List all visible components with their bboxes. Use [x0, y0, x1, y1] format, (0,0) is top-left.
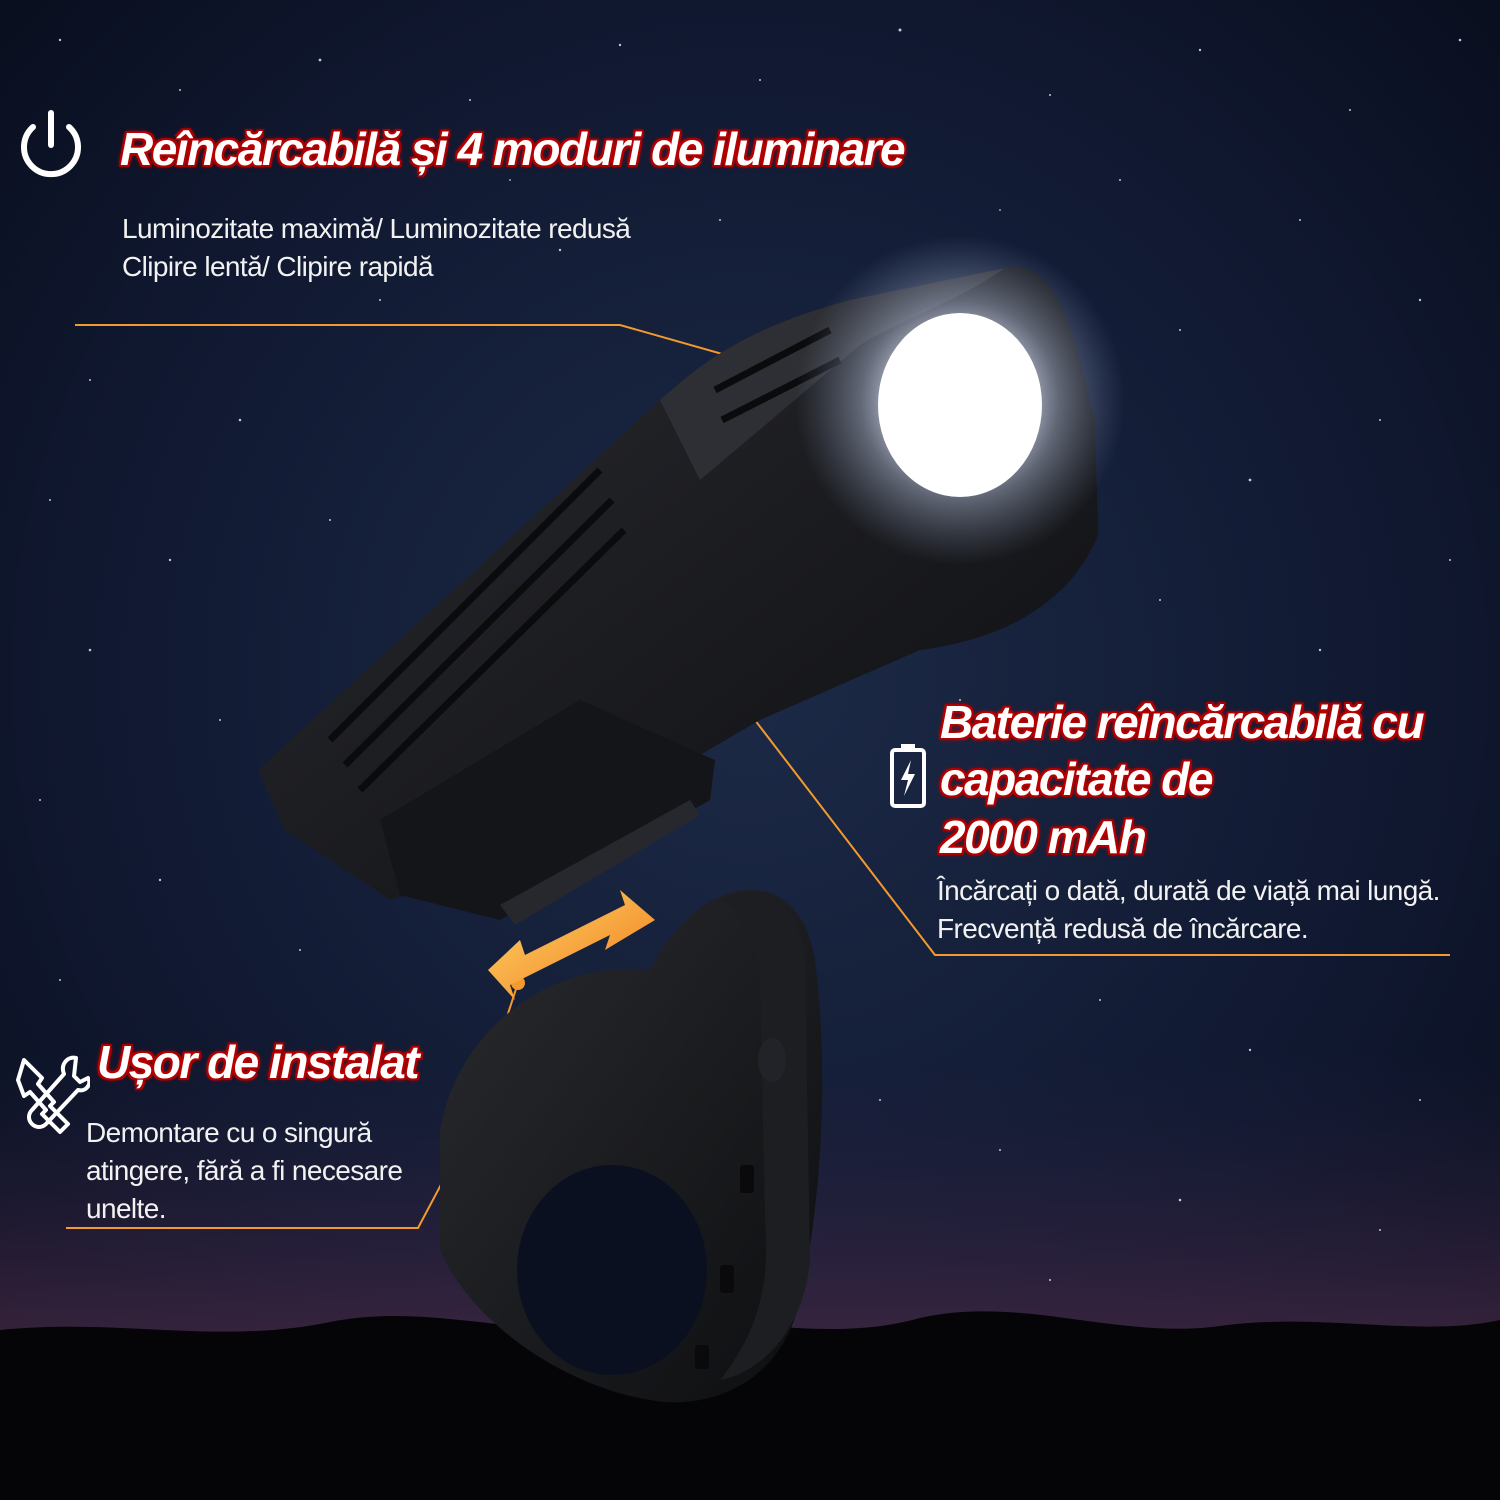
install-heading: Ușor de instalat: [97, 1036, 420, 1088]
battery-heading-line-3: 2000 mAh: [940, 811, 1147, 863]
handlebar-strap: [440, 889, 823, 1403]
install-line-1: Demontare cu o singură: [86, 1117, 372, 1148]
modes-line-1: Luminozitate maximă/ Luminozitate redusă: [122, 213, 631, 244]
install-arrow: [488, 890, 655, 1000]
battery-heading-line-2: capacitate de: [940, 753, 1213, 805]
battery-heading-line-1: Baterie reîncărcabilă cu: [940, 696, 1425, 748]
battery-line-1: Încărcați o dată, durată de viață mai lu…: [937, 875, 1440, 906]
battery-charging-icon: [890, 744, 926, 808]
bike-light: [258, 235, 1125, 925]
install-line-3: unelte.: [86, 1193, 166, 1224]
modes-heading: Reîncărcabilă și 4 moduri de iluminare: [120, 123, 906, 175]
battery-line-2: Frecvență redusă de încărcare.: [937, 913, 1309, 944]
tools-icon: [16, 1055, 90, 1134]
power-icon: [21, 110, 81, 178]
modes-line-2: Clipire lentă/ Clipire rapidă: [122, 251, 434, 282]
install-line-2: atingere, fără a fi necesare: [86, 1155, 403, 1186]
